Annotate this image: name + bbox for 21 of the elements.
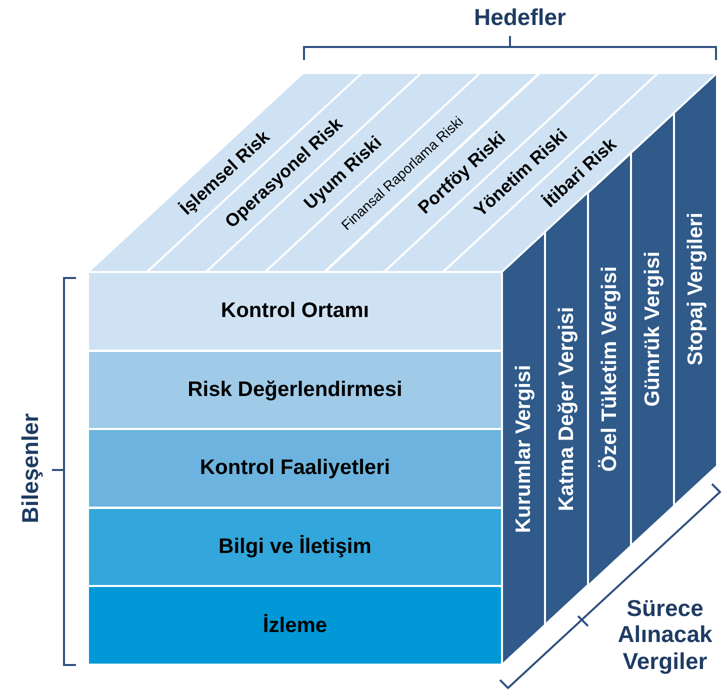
tax-label: Stopaj Vergileri [684, 212, 708, 366]
component-band [88, 350, 502, 430]
group-heading: Bileşenler [16, 412, 44, 526]
tax-strip [502, 232, 545, 665]
component-band [88, 586, 502, 665]
component-label: Kontrol Ortamı [220, 299, 370, 324]
component-band [88, 429, 502, 508]
tax-label: Katma Değer Vergisi [554, 306, 578, 511]
tax-label: Kurumlar Vergisi [512, 364, 536, 533]
component-band [88, 508, 502, 586]
component-band [88, 272, 502, 351]
component-label: İzleme [262, 614, 328, 638]
group-heading: Hedefler [472, 4, 568, 30]
component-label: Bilgi ve İletişim [218, 535, 372, 560]
component-label: Risk Değerlendirmesi [188, 378, 402, 402]
tax-strip [674, 73, 717, 506]
component-label: Kontrol Faaliyetleri [200, 456, 390, 480]
tax-label: Gümrük Vergisi [640, 252, 664, 407]
tax-label: Özel Tüketim Vergisi [598, 266, 622, 472]
group-heading: Sürece Alınacak Vergiler [616, 595, 714, 674]
tax-strip [631, 112, 674, 546]
